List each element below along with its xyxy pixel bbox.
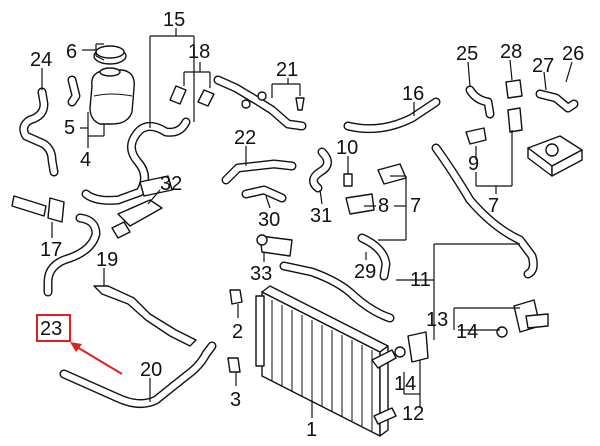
callout-3: 3 — [230, 389, 241, 411]
callout-6: 6 — [66, 41, 77, 63]
pipe-21-drawing — [213, 75, 307, 131]
callout-15: 15 — [163, 9, 185, 31]
highlight-arrowhead — [70, 342, 82, 352]
callout-27: 27 — [532, 55, 554, 77]
hose-24-drawing — [19, 87, 59, 177]
hose-27-26-drawing — [535, 89, 579, 113]
fittings-12-14-drawing — [394, 299, 549, 363]
callout-25: 25 — [456, 43, 478, 65]
hose-31-drawing — [309, 147, 353, 193]
callout-29: 29 — [354, 261, 376, 283]
callout-8: 8 — [378, 195, 389, 217]
callout-13: 13 — [426, 309, 448, 331]
callout-33: 33 — [250, 263, 272, 285]
highlight-arrow — [71, 343, 123, 375]
clip-3-drawing — [227, 357, 241, 373]
hose-25-drawing — [465, 85, 495, 119]
callout-20: 20 — [140, 359, 162, 381]
fittings-18-drawing — [169, 85, 215, 107]
callout-30: 30 — [258, 209, 280, 231]
callout-24: 24 — [30, 49, 52, 71]
hose-30-drawing — [241, 185, 287, 203]
leader-lines — [41, 28, 573, 418]
callout-1: 1 — [306, 419, 317, 441]
highlight-23 — [36, 314, 123, 375]
callout-17: 17 — [40, 239, 62, 261]
callout-31: 31 — [310, 205, 332, 227]
callout-12: 12 — [402, 403, 424, 425]
callout-23: 23 — [40, 318, 62, 340]
callout-18: 18 — [188, 41, 210, 63]
callout-19: 19 — [96, 249, 118, 271]
callout-7a: 7 — [410, 195, 421, 217]
callout-labels: 15 6 18 24 21 25 28 26 27 16 5 22 10 4 9… — [30, 9, 584, 441]
callout-14b: 14 — [394, 373, 416, 395]
pipe-22-drawing — [221, 159, 297, 185]
callout-10: 10 — [336, 137, 358, 159]
upper-radiator-hose-drawing — [279, 261, 395, 323]
clip-2-drawing — [229, 289, 243, 305]
callout-7b: 7 — [488, 195, 499, 217]
callout-11: 11 — [410, 269, 431, 291]
highlight-box — [36, 314, 71, 342]
callout-22: 22 — [234, 127, 256, 149]
fitting-32-drawing — [111, 199, 163, 239]
callout-16: 16 — [402, 83, 424, 105]
callout-28: 28 — [500, 41, 522, 63]
callout-21: 21 — [276, 59, 298, 81]
hose-23-drawing — [43, 213, 101, 297]
hose-5-drawing — [67, 75, 81, 107]
hose-16-drawing — [343, 97, 441, 134]
pipe-20-drawing — [59, 341, 217, 408]
callout-32: 32 — [160, 173, 182, 195]
callout-26: 26 — [562, 43, 584, 65]
radiator-drawing — [255, 285, 397, 437]
callout-14a: 14 — [456, 321, 478, 343]
callout-4: 4 — [80, 149, 91, 171]
hose-15-drawing — [81, 117, 191, 205]
callout-9: 9 — [468, 153, 479, 175]
hose-29-drawing — [357, 233, 391, 281]
expansion-tank-drawing — [89, 45, 135, 125]
hose-11-drawing — [431, 143, 538, 279]
callout-2: 2 — [232, 321, 243, 343]
fitting-9-drawing — [465, 107, 523, 145]
fitting-33-drawing — [256, 234, 293, 257]
cap-28-drawing — [505, 79, 523, 99]
callout-5: 5 — [64, 117, 75, 139]
sensor-17-drawing — [11, 195, 65, 223]
bracket-19-drawing — [93, 285, 197, 347]
oil-cooler-drawing — [527, 135, 583, 177]
